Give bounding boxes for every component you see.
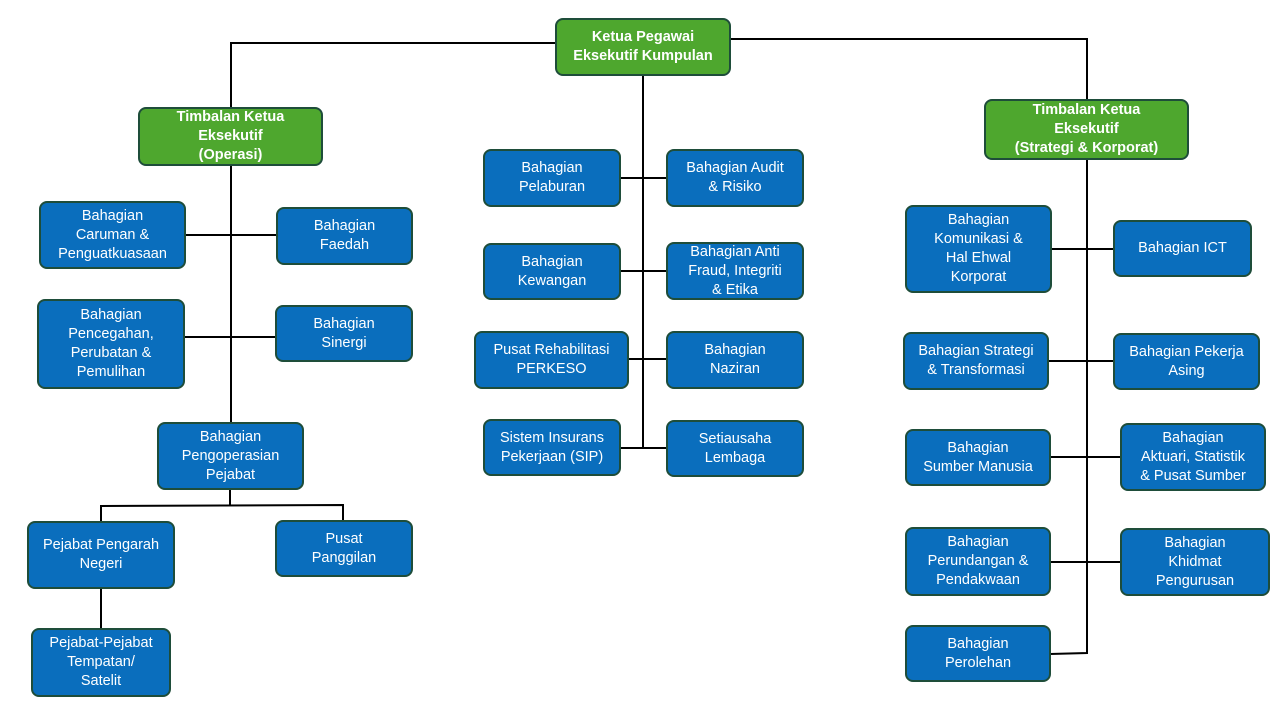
connector-ops-children (100, 503, 344, 521)
node-pekerja-asing: Bahagian Pekerja Asing (1113, 333, 1260, 390)
node-pusat-panggilan: Pusat Panggilan (275, 520, 413, 577)
node-anti-fraud: Bahagian Anti Fraud, Integriti & Etika (666, 242, 804, 300)
node-ceo: Ketua Pegawai Eksekutif Kumpulan (555, 18, 731, 76)
connector-strat-trunk (1049, 160, 1088, 655)
node-deputy-operations: Timbalan Ketua Eksekutif (Operasi) (138, 107, 323, 166)
node-sinergi: Bahagian Sinergi (275, 305, 413, 362)
node-perolehan: Bahagian Perolehan (905, 625, 1051, 682)
node-sistem-insurans-pekerjaan: Sistem Insurans Pekerjaan (SIP) (483, 419, 621, 476)
connector-ceo-deputy-strat (730, 38, 1088, 100)
node-deputy-strategy: Timbalan Ketua Eksekutif (Strategi & Kor… (984, 99, 1189, 160)
node-aktuari-statistik: Bahagian Aktuari, Statistik & Pusat Sumb… (1120, 423, 1266, 491)
node-komunikasi-korporat: Bahagian Komunikasi & Hal Ehwal Korporat (905, 205, 1052, 293)
node-sumber-manusia: Bahagian Sumber Manusia (905, 429, 1051, 486)
node-faedah: Bahagian Faedah (276, 207, 413, 265)
node-ict: Bahagian ICT (1113, 220, 1252, 277)
connector-ceo-deputy-ops (230, 42, 556, 108)
node-perundangan-pendakwaan: Bahagian Perundangan & Pendakwaan (905, 527, 1051, 596)
node-pengoperasian-pejabat: Bahagian Pengoperasian Pejabat (157, 422, 304, 490)
node-setiausaha-lembaga: Setiausaha Lembaga (666, 420, 804, 477)
node-pelaburan: Bahagian Pelaburan (483, 149, 621, 207)
node-naziran: Bahagian Naziran (666, 331, 804, 389)
node-khidmat-pengurusan: Bahagian Khidmat Pengurusan (1120, 528, 1270, 596)
node-strategi-transformasi: Bahagian Strategi & Transformasi (903, 332, 1049, 390)
node-pejabat-tempatan-satelit: Pejabat-Pejabat Tempatan/ Satelit (31, 628, 171, 697)
node-pejabat-pengarah-negeri: Pejabat Pengarah Negeri (27, 521, 175, 589)
node-pusat-rehabilitasi: Pusat Rehabilitasi PERKESO (474, 331, 629, 389)
node-pencegahan-perubatan: Bahagian Pencegahan, Perubatan & Pemulih… (37, 299, 185, 389)
node-audit-risiko: Bahagian Audit & Risiko (666, 149, 804, 207)
node-caruman-penguatkuasaan: Bahagian Caruman & Penguatkuasaan (39, 201, 186, 269)
node-kewangan: Bahagian Kewangan (483, 243, 621, 300)
